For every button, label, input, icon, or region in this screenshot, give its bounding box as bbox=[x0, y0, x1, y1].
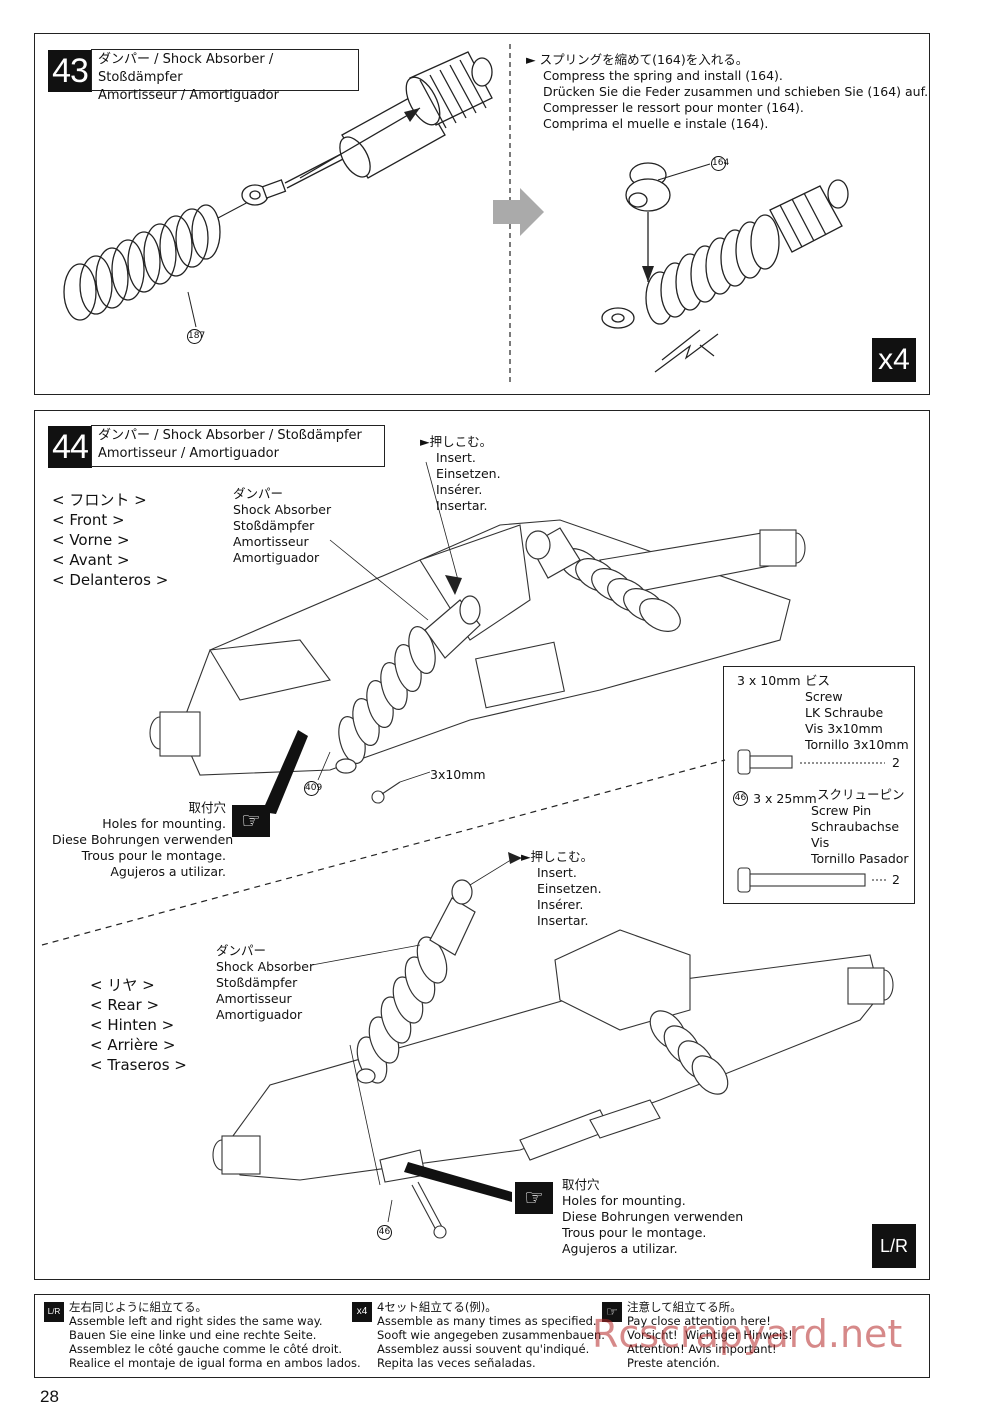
front-screw-illustration bbox=[371, 781, 401, 804]
part-164-number: 164 bbox=[711, 156, 729, 171]
front-shock-right bbox=[525, 527, 681, 632]
rear-label-fr: < Arrière > bbox=[90, 1036, 176, 1054]
rear-label-es: < Traseros > bbox=[90, 1056, 187, 1074]
lr-legend-icon: L/R bbox=[44, 1302, 64, 1322]
front-label-es: < Delanteros > bbox=[52, 571, 169, 589]
front-holes-label: 取付穴 Holes for mounting. Diese Bohrungen … bbox=[52, 800, 234, 879]
instruction-line-de: Drücken Sie die Feder zusammen und schie… bbox=[543, 84, 929, 99]
part-409-callout: 409 bbox=[304, 778, 322, 797]
pointing-hand-icon: ☞ bbox=[515, 1182, 553, 1214]
pin-names: スクリューピン Screw Pin Schraubachse Vis Torni… bbox=[811, 787, 909, 866]
front-label-fr: < Avant > bbox=[52, 551, 130, 569]
rear-shock-right bbox=[649, 1010, 729, 1095]
rod-end-illustration bbox=[241, 179, 287, 206]
step-43-instruction: ► スプリングを縮めて(164)を入れる。 Compress the sprin… bbox=[526, 52, 928, 132]
rear-screw-pin-illustration bbox=[411, 1181, 447, 1239]
step-43-panel bbox=[34, 33, 930, 395]
triangle-icon: ► bbox=[521, 849, 531, 864]
quantity-badge-x4: x4 bbox=[872, 338, 916, 382]
rear-label-ja: < リヤ > bbox=[90, 976, 155, 994]
part-164-callout: 164 bbox=[711, 153, 729, 172]
step-43-title-line1: ダンパー / Shock Absorber / Stoßdämpfer bbox=[98, 52, 274, 85]
watermark: Rcscrapyard.net bbox=[592, 1312, 903, 1356]
screw-size: 3 x 10mm bbox=[737, 673, 801, 688]
rear-insert-label: ►押しこむ。 Insert. Einsetzen. Insérer. Inser… bbox=[521, 849, 602, 928]
rear-position-labels: < リヤ > < Rear > < Hinten > < Arrière > <… bbox=[90, 975, 187, 1075]
legend-caution-text: 注意して組立てる所。 Pay close attention here! Vor… bbox=[627, 1300, 793, 1370]
lr-badge: L/R bbox=[872, 1224, 916, 1268]
instruction-line-ja: ► スプリングを縮めて(164)を入れる。 bbox=[526, 52, 749, 67]
pointing-hand-icon: ☞ bbox=[232, 805, 270, 837]
pin-header: 46 3 x 25mm bbox=[733, 788, 817, 807]
pin-qty: 2 bbox=[892, 872, 900, 887]
part-187-callout: 187 bbox=[187, 326, 205, 345]
progress-arrow bbox=[493, 188, 544, 236]
step-44-panel bbox=[34, 410, 930, 1280]
triangle-icon: ► bbox=[526, 52, 536, 67]
rear-holes-label: 取付穴 Holes for mounting. Diese Bohrungen … bbox=[562, 1177, 744, 1256]
front-shock-label: ダンパー Shock Absorber Stoßdämpfer Amortiss… bbox=[233, 486, 332, 565]
instruction-line-en: Compress the spring and install (164). bbox=[543, 68, 783, 83]
rear-shock-left bbox=[356, 879, 476, 1084]
rear-chassis-illustration bbox=[212, 929, 894, 1183]
rear-label-en: < Rear > bbox=[90, 996, 160, 1014]
part-46-callout: 46 bbox=[377, 1222, 392, 1241]
part-187-number: 187 bbox=[187, 329, 205, 344]
triangle-icon: ► bbox=[420, 434, 430, 449]
step-44-number: 44 bbox=[48, 426, 92, 468]
part-409-number: 409 bbox=[304, 781, 322, 796]
rear-shock-label: ダンパー Shock Absorber Stoßdämpfer Amortiss… bbox=[216, 943, 315, 1022]
front-label-en: < Front > bbox=[52, 511, 125, 529]
caution-legend-icon: ☞ bbox=[602, 1302, 622, 1322]
front-shock-left bbox=[335, 595, 481, 774]
legend-panel bbox=[34, 1294, 930, 1378]
step-43-title-line2: Amortisseur / Amortiguador bbox=[98, 88, 279, 103]
pin-size: 3 x 25mm bbox=[753, 791, 817, 806]
front-insert-label: ►押しこむ。 Insert. Einsetzen. Insérer. Inser… bbox=[420, 434, 501, 513]
front-position-labels: < フロント > < Front > < Vorne > < Avant > <… bbox=[52, 490, 168, 590]
step-43-number: 43 bbox=[48, 50, 92, 92]
screw-names: ビス Screw LK Schraube Vis 3x10mm Tornillo… bbox=[805, 673, 909, 752]
step-44-title-line2: Amortisseur / Amortiguador bbox=[98, 446, 279, 461]
parts-box bbox=[723, 666, 915, 904]
instruction-line-es: Comprima el muelle e instale (164). bbox=[543, 116, 769, 131]
step-44-title: ダンパー / Shock Absorber / Stoßdämpfer Amor… bbox=[91, 425, 385, 467]
screw-qty: 2 bbox=[892, 755, 900, 770]
x4-legend-icon: x4 bbox=[352, 1302, 372, 1322]
screw-3x10-illustration bbox=[737, 749, 793, 775]
step-44-title-line1: ダンパー / Shock Absorber / Stoßdämpfer bbox=[98, 428, 362, 443]
legend-x4-text: 4セット組立てる(例)。 Assemble as many times as s… bbox=[377, 1300, 605, 1370]
pin-number: 46 bbox=[733, 791, 748, 806]
legend-lr-text: 左右同じように組立てる。 Assemble left and right sid… bbox=[69, 1300, 361, 1370]
front-label-ja: < フロント > bbox=[52, 491, 147, 509]
screw-pin-3x25-illustration bbox=[737, 867, 866, 893]
front-label-de: < Vorne > bbox=[52, 531, 130, 549]
spring-187-illustration bbox=[63, 204, 221, 321]
part-46-number: 46 bbox=[377, 1225, 392, 1240]
rear-label-de: < Hinten > bbox=[90, 1016, 175, 1034]
assembled-shock-illustration bbox=[601, 162, 849, 329]
page-number: 28 bbox=[40, 1387, 59, 1406]
shock-body-illustration bbox=[339, 51, 493, 179]
instruction-line-fr: Compresser le ressort pour monter (164). bbox=[543, 100, 804, 115]
step-43-title: ダンパー / Shock Absorber / Stoßdämpfer Amor… bbox=[91, 49, 359, 103]
front-screw-callout: 3x10mm bbox=[430, 767, 486, 782]
